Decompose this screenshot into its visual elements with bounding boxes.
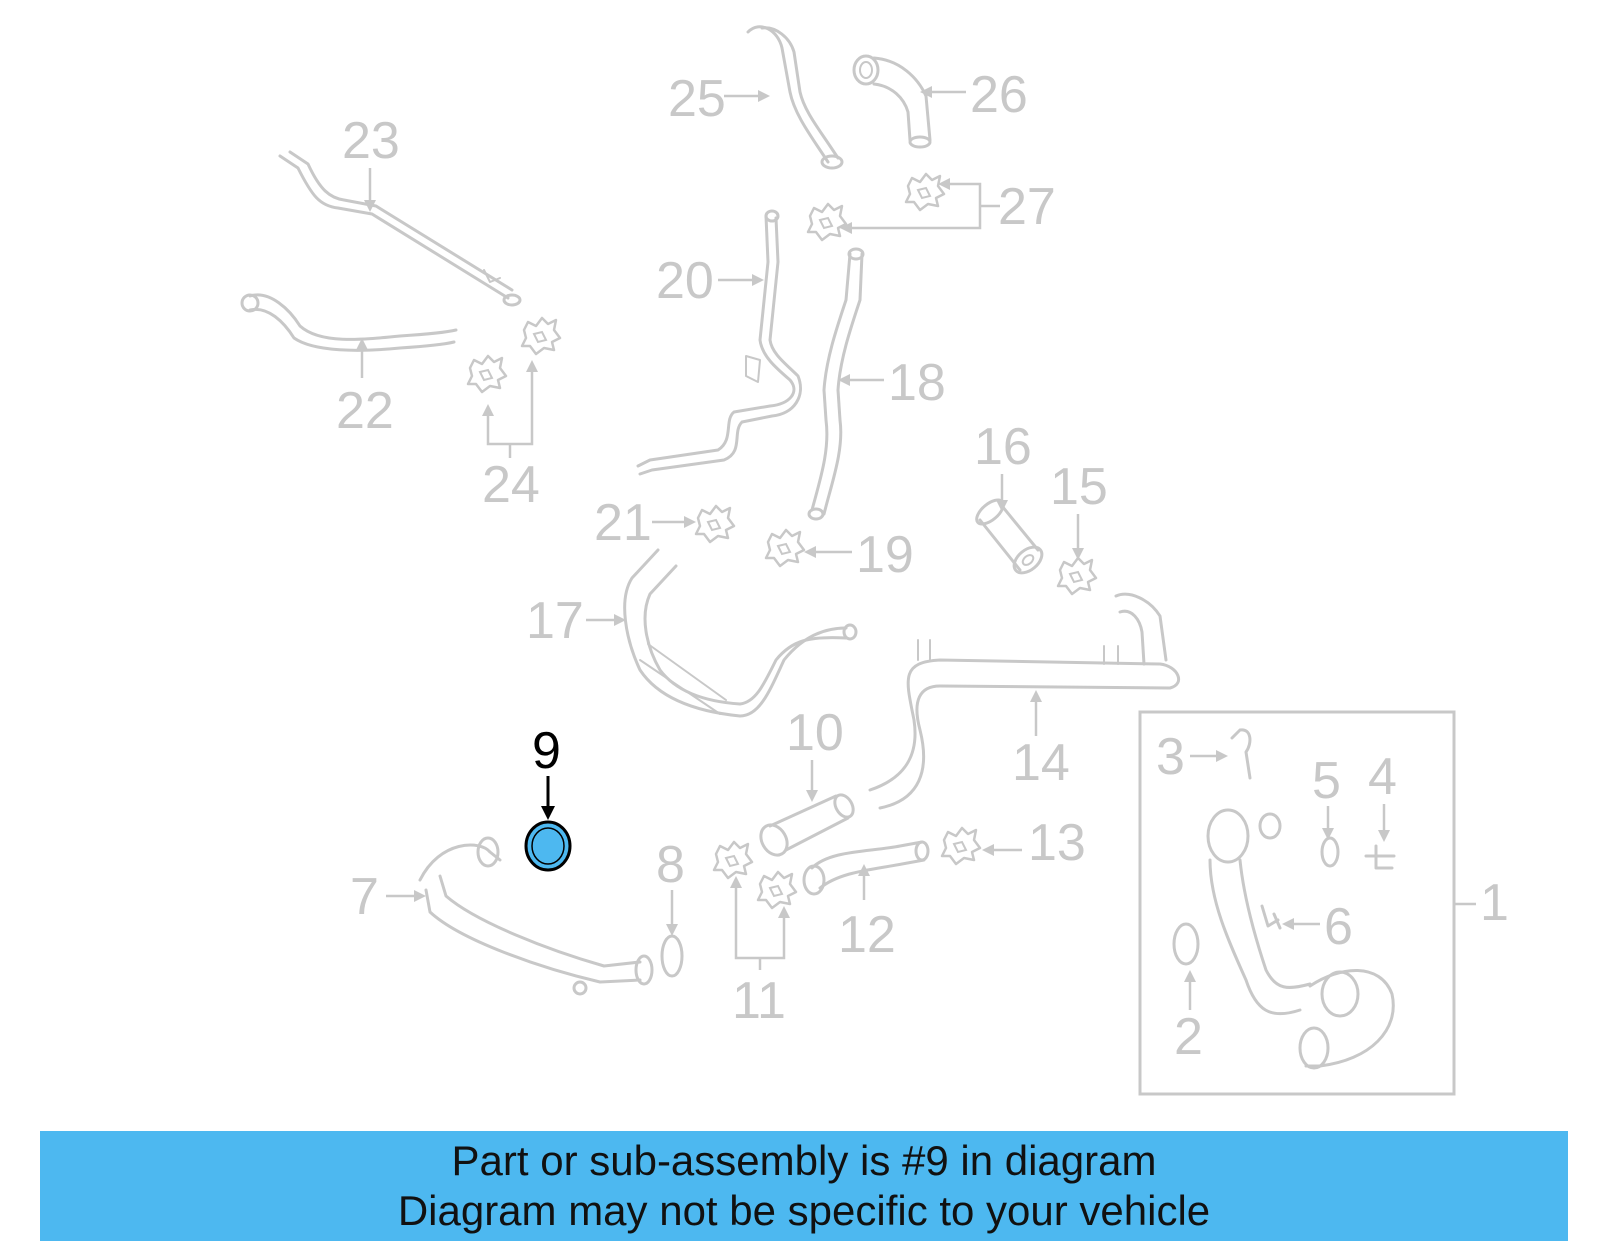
callout-17: 17 (526, 592, 584, 650)
leader-9-highlighted (541, 776, 555, 820)
banner-line-1: Part or sub-assembly is #9 in diagram (451, 1137, 1157, 1184)
callout-1: 1 (1480, 874, 1509, 932)
callout-20: 20 (656, 252, 714, 310)
callout-16: 16 (974, 418, 1032, 476)
callout-11: 11 (732, 972, 786, 1030)
part-8-oring (660, 934, 684, 978)
callout-18: 18 (888, 354, 946, 412)
callout-4: 4 (1368, 748, 1397, 806)
callout-21: 21 (594, 494, 652, 552)
callout-10: 10 (786, 704, 844, 762)
part-24-clamps (466, 316, 562, 394)
part-18-hose (807, 247, 865, 521)
part-9-ring-highlighted[interactable] (524, 820, 572, 872)
part-25-hose (746, 25, 844, 170)
callout-27: 27 (998, 178, 1056, 236)
part-22-hose (240, 293, 458, 352)
part-7-pipe (418, 836, 654, 996)
part-17-pipe (623, 548, 858, 718)
callout-26: 26 (970, 66, 1028, 124)
callout-5: 5 (1312, 752, 1341, 810)
callout-23: 23 (342, 112, 400, 170)
callout-14: 14 (1012, 734, 1070, 792)
part-20-hose (636, 209, 802, 476)
callout-13: 13 (1028, 814, 1086, 872)
callout-7: 7 (350, 868, 379, 926)
part-21-clamp (694, 504, 736, 544)
part-23-pipe (278, 150, 522, 307)
callout-19: 19 (856, 526, 914, 584)
callout-numbers: 1 2 3 4 5 6 7 8 9 10 11 12 13 14 15 16 1… (336, 66, 1509, 1066)
info-banner: Part or sub-assembly is #9 in diagram Di… (40, 1131, 1568, 1241)
callout-24: 24 (482, 456, 540, 514)
banner-line-2: Diagram may not be specific to your vehi… (397, 1187, 1211, 1234)
callout-2: 2 (1174, 1008, 1203, 1066)
callout-22: 22 (336, 382, 394, 440)
callout-15: 15 (1050, 458, 1108, 516)
callout-8: 8 (656, 836, 685, 894)
parts-diagram: 1 2 3 4 5 6 7 8 9 10 11 12 13 14 15 16 1… (240, 25, 1509, 1096)
part-19-clamp (764, 528, 806, 568)
part-10-hose (759, 793, 855, 857)
part-26-elbow (852, 54, 932, 149)
callout-9: 9 (532, 722, 561, 780)
callout-6: 6 (1324, 898, 1353, 956)
part-16-cylinder (975, 498, 1044, 575)
part-14-pipe (868, 592, 1181, 810)
part-13-clamp (940, 826, 982, 866)
callout-3: 3 (1156, 728, 1185, 786)
part-27-clamps (806, 172, 946, 242)
part-15-clamp (1056, 556, 1098, 596)
leader-lines (356, 86, 1476, 1010)
callout-25: 25 (668, 70, 726, 128)
callout-12: 12 (838, 906, 896, 964)
